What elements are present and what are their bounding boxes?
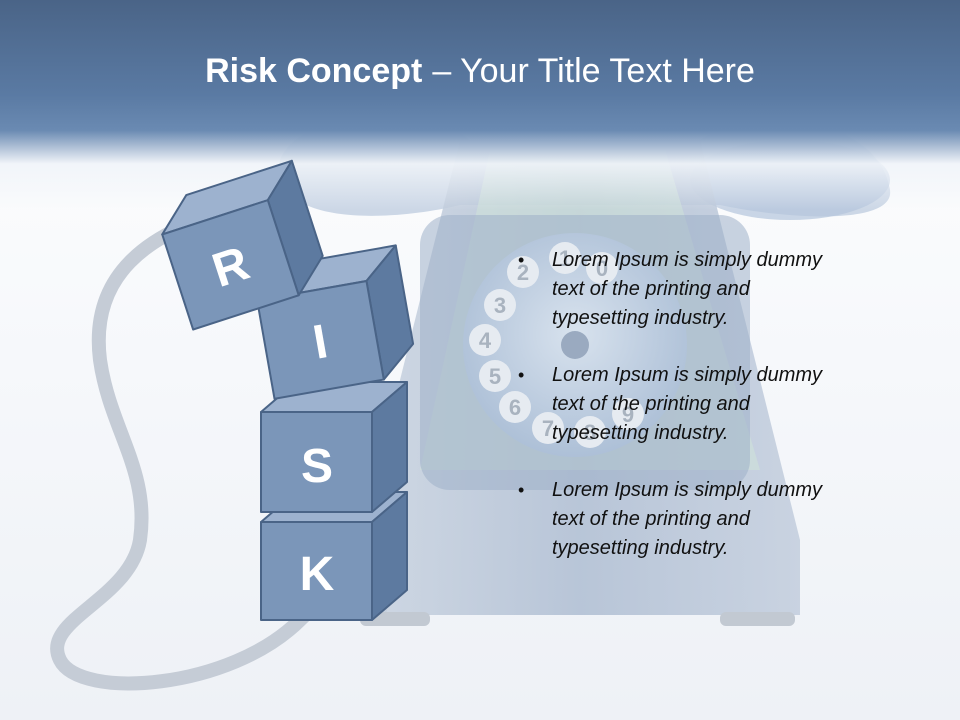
bullet-item: • Lorem Ipsum is simply dummy text of th… (518, 361, 838, 448)
dial-number: 0 (596, 256, 608, 281)
dial-number: 1 (559, 246, 571, 271)
bullet-text: Lorem Ipsum is simply dummy text of the … (552, 479, 823, 559)
phone-cord (50, 198, 387, 691)
dial-number: 4 (479, 328, 492, 353)
dial-numbers: 2 1 0 3 4 5 6 7 8 9 (469, 242, 644, 448)
title-bold-text: Risk Concept (205, 52, 423, 90)
bullet-item: • Lorem Ipsum is simply dummy text of th… (518, 246, 838, 333)
dial-number: 6 (509, 395, 521, 420)
bullet-dot: • (518, 365, 525, 385)
cube-letter-k: K (300, 548, 335, 601)
bullet-list: • Lorem Ipsum is simply dummy text of th… (518, 246, 838, 591)
title-band (0, 0, 960, 210)
bullet-dot: • (518, 250, 525, 270)
dial-number: 5 (489, 364, 501, 389)
dial-number: 7 (542, 416, 554, 441)
cube-r (161, 159, 324, 331)
dial-number: 9 (622, 402, 634, 427)
dial-number: 8 (584, 420, 596, 445)
bullet-dot: • (518, 480, 525, 500)
bullet-text: Lorem Ipsum is simply dummy text of the … (552, 249, 823, 329)
slide-title: Risk Concept– Your Title Text Here (0, 52, 960, 91)
cube-letter-s: S (301, 440, 333, 493)
title-rest-text: – Your Title Text Here (432, 52, 755, 90)
cube-s (260, 381, 408, 513)
dial-number: 3 (494, 293, 506, 318)
bullet-text: Lorem Ipsum is simply dummy text of the … (552, 364, 823, 444)
bullet-item: • Lorem Ipsum is simply dummy text of th… (518, 476, 838, 563)
dial-number: 2 (517, 260, 529, 285)
